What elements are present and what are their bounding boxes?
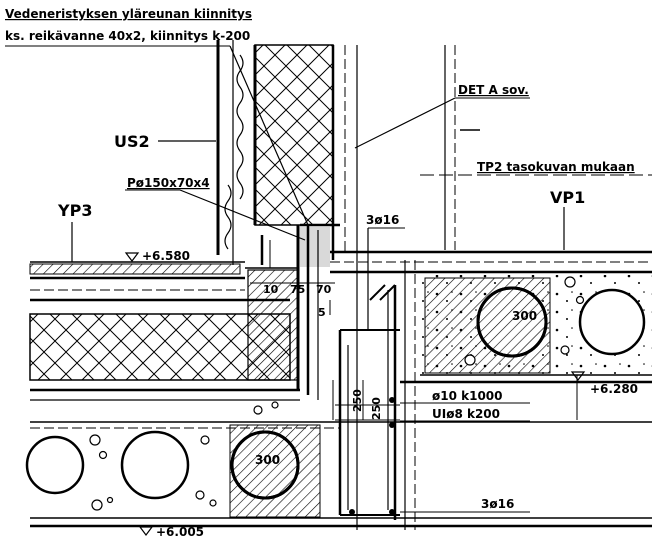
dim-250-b-label: 250: [370, 397, 383, 420]
us2-label: US2: [114, 132, 150, 151]
wall-insulation: [253, 44, 335, 260]
elevation-right-label: +6.280: [590, 382, 638, 396]
yp3-label: YP3: [57, 201, 92, 220]
profile-label: Pø150x70x4: [127, 176, 210, 190]
dim-75-label: 75: [290, 283, 305, 296]
dimension-lines: [250, 282, 364, 420]
wall-wavy-layer: [224, 54, 244, 250]
det-a-label: DET A sov.: [458, 83, 529, 97]
dim-5-label: 5: [318, 306, 326, 319]
corner-stepped-zone: [245, 223, 340, 400]
stirrup-2-label: UIø8 k200: [432, 407, 500, 421]
rebar-3-16-bottom-label: 3ø16: [481, 497, 514, 511]
dim-10-label: 10: [263, 283, 279, 296]
wall-lines: [216, 40, 456, 530]
stirrup-1-label: ø10 k1000: [432, 389, 503, 403]
dia-300-right-label: 300: [512, 309, 537, 323]
bottom-slab: [25, 401, 652, 528]
left-roof-slab: [29, 261, 300, 401]
rebar-3-16-top-label: 3ø16: [366, 213, 399, 227]
elevation-bottom-label: +6.005: [156, 525, 204, 537]
rebar-cage: [335, 260, 416, 530]
dim-70-label: 70: [316, 283, 332, 296]
right-floor-slab: [330, 250, 652, 384]
dim-250-a-label: 250: [351, 389, 364, 412]
reference-lines: [420, 129, 652, 176]
elevation-top-label: +6.580: [142, 249, 190, 263]
dia-300-left-label: 300: [255, 453, 280, 467]
tp2-label: TP2 tasokuvan mukaan: [477, 160, 635, 174]
title-line-1: Vedeneristyksen yläreunan kiinnitys: [5, 7, 252, 21]
vp1-label: VP1: [550, 188, 585, 207]
elevation-markers: [124, 252, 586, 536]
leader-lines: [5, 45, 578, 513]
title-line-2: ks. reikävanne 40x2, kiinnitys k-200: [5, 29, 250, 43]
